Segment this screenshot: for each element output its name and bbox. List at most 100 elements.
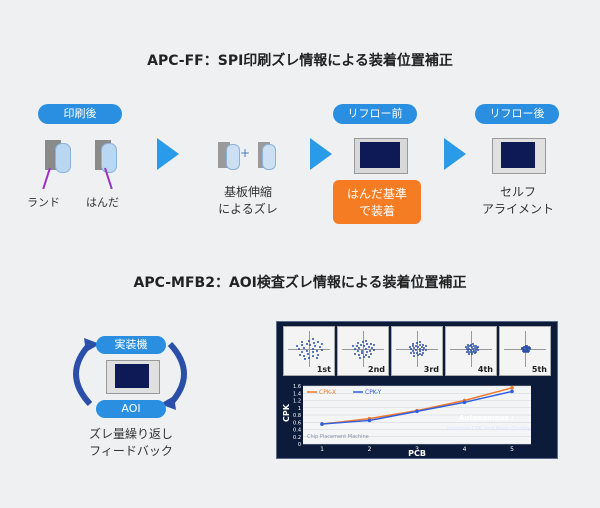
thumb-point [464, 346, 467, 349]
series-point-cpk-x [510, 386, 514, 390]
thumb-point [468, 353, 471, 356]
shrink-pads-illustration: + [218, 140, 278, 176]
scatter-thumbnail: 4th [445, 326, 497, 376]
thumb-point [470, 343, 473, 346]
thumb-point [354, 352, 357, 355]
thumb-point [373, 349, 376, 352]
shrink-solder-left [226, 144, 240, 170]
thumb-point [306, 350, 309, 353]
thumb-point [311, 337, 314, 340]
thumb-point [523, 350, 526, 353]
x-axis-label: PCB [408, 449, 426, 458]
thumb-point [360, 343, 363, 346]
scatter-thumbnail: 2nd [337, 326, 389, 376]
thumb-point [315, 357, 318, 360]
x-tick-label: 1 [320, 446, 324, 453]
data-series [320, 386, 514, 426]
label-solder: はんだ [86, 196, 119, 209]
x-tick-label: 2 [368, 446, 372, 453]
shift-marker-icon: + [240, 146, 251, 160]
solder-reference-badge: はんだ基準 で装着 [333, 180, 421, 224]
x-tick-label: 5 [510, 446, 514, 453]
thumb-point [367, 345, 370, 348]
thumb-point [521, 349, 524, 352]
thumb-point [413, 347, 416, 350]
y-tick-label: 0.8 [293, 413, 301, 419]
thumb-point [524, 350, 527, 353]
thumb-point [523, 346, 526, 349]
thumb-point [409, 348, 412, 351]
thumb-point [522, 348, 525, 351]
thumb-point [368, 355, 371, 358]
thumb-point [314, 345, 317, 348]
cycle-chip-illustration [106, 360, 160, 394]
y-tick-label: 0.6 [293, 420, 301, 426]
caption-shrink: 基板伸縮 によるズレ [198, 184, 298, 218]
thumb-point [311, 354, 314, 357]
thumb-point [526, 347, 529, 350]
flow-arrow-2 [310, 138, 332, 170]
thumb-point [365, 339, 368, 342]
thumb-point [321, 343, 324, 346]
thumb-point [312, 341, 315, 344]
thumb-point [528, 346, 531, 349]
series-point-cpk-y [367, 418, 372, 423]
thumb-point [361, 341, 364, 344]
y-tick-labels: 00.20.40.60.811.21.41.6 [293, 384, 301, 448]
thumb-point [300, 344, 303, 347]
thumb-point [411, 345, 414, 348]
thumb-point [373, 344, 376, 347]
thumb-point [308, 357, 311, 360]
thumb-point [421, 354, 424, 357]
caption-shrink-line2: によるズレ [218, 202, 278, 216]
pill-after-reflow: リフロー後 [475, 104, 559, 124]
thumb-point [321, 349, 324, 352]
series-point-cpk-y [510, 389, 514, 394]
flow-arrow-1 [157, 138, 179, 170]
cycle-chip-body [115, 364, 149, 388]
thumb-point [422, 343, 425, 346]
thumb-point [352, 345, 355, 348]
thumb-point [470, 352, 473, 355]
series-point-cpk-y [415, 409, 419, 414]
shrink-solder-right [262, 144, 276, 170]
thumb-point [467, 344, 470, 347]
thumb-point [476, 348, 479, 351]
caption-self-line2: アライメント [481, 202, 554, 216]
thumb-point [474, 349, 477, 352]
x-tick-label: 3 [415, 446, 419, 453]
thumb-point [307, 353, 310, 356]
thumb-point [411, 349, 414, 352]
thumb-point [303, 354, 306, 357]
thumb-point [465, 348, 468, 351]
overlay-text: Chip Placement Machine [307, 434, 369, 440]
thumb-point [525, 346, 528, 349]
autonomous-title: Autonomous : [459, 414, 514, 422]
thumb-point [303, 358, 306, 361]
thumb-point [298, 353, 301, 356]
print-pads-illustration [45, 140, 125, 176]
thumb-point [416, 342, 419, 345]
thumb-point [414, 344, 417, 347]
thumb-point [353, 348, 356, 351]
flow-arrow-3 [444, 138, 466, 170]
thumb-point [423, 346, 426, 349]
caption-feedback-line2: フィードバック [89, 444, 173, 458]
thumb-point [528, 348, 531, 351]
thumb-point [356, 350, 359, 353]
thumb-point [309, 344, 312, 347]
thumb-point [296, 344, 299, 347]
thumb-label: 5th [531, 365, 547, 374]
y-tick-label: 0.2 [293, 435, 301, 441]
thumb-point [525, 344, 528, 347]
thumb-point [362, 355, 365, 358]
thumb-point [468, 347, 471, 350]
legend-cpk-y: CPK-Y [365, 389, 382, 396]
thumb-point [524, 345, 527, 348]
thumb-point [369, 349, 372, 352]
label-land: ランド [27, 196, 60, 209]
thumb-point [358, 356, 361, 359]
pill-before-reflow: リフロー前 [333, 104, 417, 124]
thumb-point [468, 351, 471, 354]
